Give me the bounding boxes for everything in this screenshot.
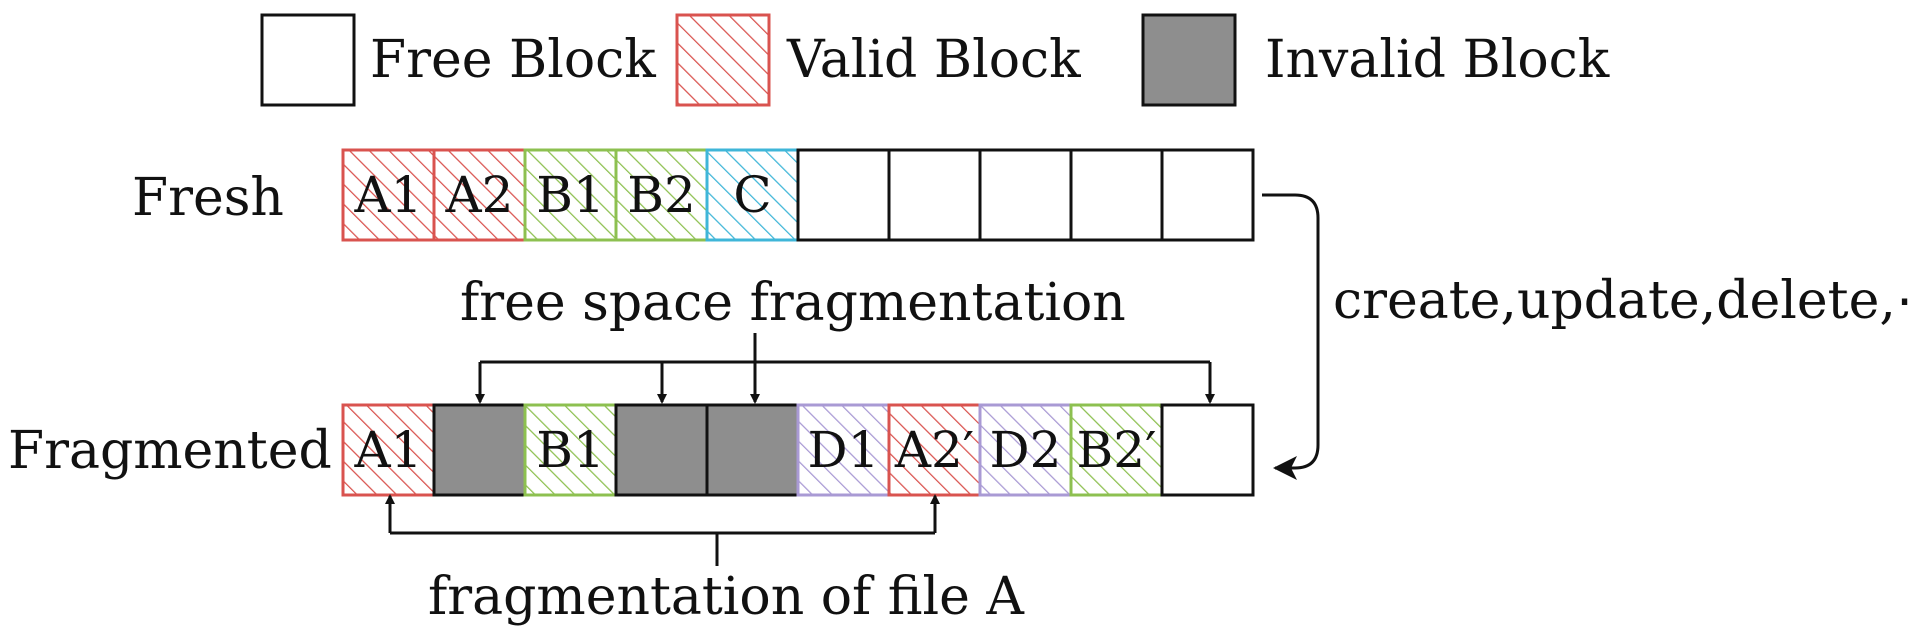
legend-label-valid: Valid Block bbox=[786, 30, 1081, 90]
fragmented-block-valid bbox=[523, 403, 618, 497]
legend-item-free: Free Block bbox=[260, 13, 656, 107]
legend-label-invalid: Invalid Block bbox=[1265, 30, 1610, 90]
fragmented-block-valid bbox=[796, 403, 891, 497]
transition-arrow bbox=[1262, 193, 1320, 480]
fresh-block-free bbox=[796, 148, 891, 242]
legend-item-invalid: Invalid Block bbox=[1141, 13, 1610, 107]
legend-swatch-valid bbox=[675, 13, 771, 107]
free-space-label: free space fragmentation bbox=[460, 273, 1126, 333]
fragmented-block-invalid bbox=[432, 403, 527, 497]
legend: Free Block Valid Block Invalid Block bbox=[260, 13, 1610, 107]
fragmented-block-label: B1 bbox=[536, 421, 605, 479]
fresh-block-label: B2 bbox=[627, 166, 696, 224]
fresh-block-free bbox=[1160, 148, 1255, 242]
fresh-block-free bbox=[978, 148, 1073, 242]
fragmented-block-label: D1 bbox=[808, 421, 880, 479]
fragmented-block-valid bbox=[978, 403, 1073, 497]
fresh-block-valid bbox=[705, 148, 800, 242]
fresh-block-row: A1 A2 B1 B2 C bbox=[341, 148, 1255, 242]
fresh-block-valid bbox=[523, 148, 618, 242]
fresh-block-label: A2 bbox=[445, 166, 514, 224]
row-label-fragmented: Fragmented bbox=[8, 421, 332, 481]
fragmented-block-label: A1 bbox=[354, 421, 423, 479]
fresh-block-free bbox=[887, 148, 982, 242]
legend-swatch-free bbox=[260, 13, 356, 107]
legend-label-free: Free Block bbox=[370, 30, 656, 90]
free-space-arrows bbox=[475, 333, 1215, 404]
fresh-block-valid bbox=[432, 148, 527, 242]
legend-item-valid: Valid Block bbox=[675, 13, 1081, 107]
legend-swatch-invalid bbox=[1141, 13, 1237, 107]
fragmented-block-label: D2 bbox=[990, 421, 1062, 479]
fragmented-block-label: B2′ bbox=[1077, 421, 1157, 479]
transition-label: create,update,delete,⋯ bbox=[1333, 271, 1913, 331]
row-label-fresh: Fresh bbox=[132, 168, 284, 228]
file-frag-arrows bbox=[385, 494, 940, 566]
file-frag-label: fragmentation of file A bbox=[428, 567, 1025, 627]
fragmented-block-free bbox=[1160, 403, 1255, 497]
fresh-block-label: A1 bbox=[354, 166, 423, 224]
fragmented-block-invalid bbox=[705, 403, 800, 497]
fresh-block-label: B1 bbox=[536, 166, 605, 224]
fragmented-block-label: A2′ bbox=[894, 421, 974, 479]
fragmented-block-valid bbox=[341, 403, 436, 497]
fresh-block-label: C bbox=[733, 166, 771, 224]
fresh-block-valid bbox=[341, 148, 436, 242]
fragmented-block-invalid bbox=[614, 403, 709, 497]
fresh-block-free bbox=[1069, 148, 1164, 242]
